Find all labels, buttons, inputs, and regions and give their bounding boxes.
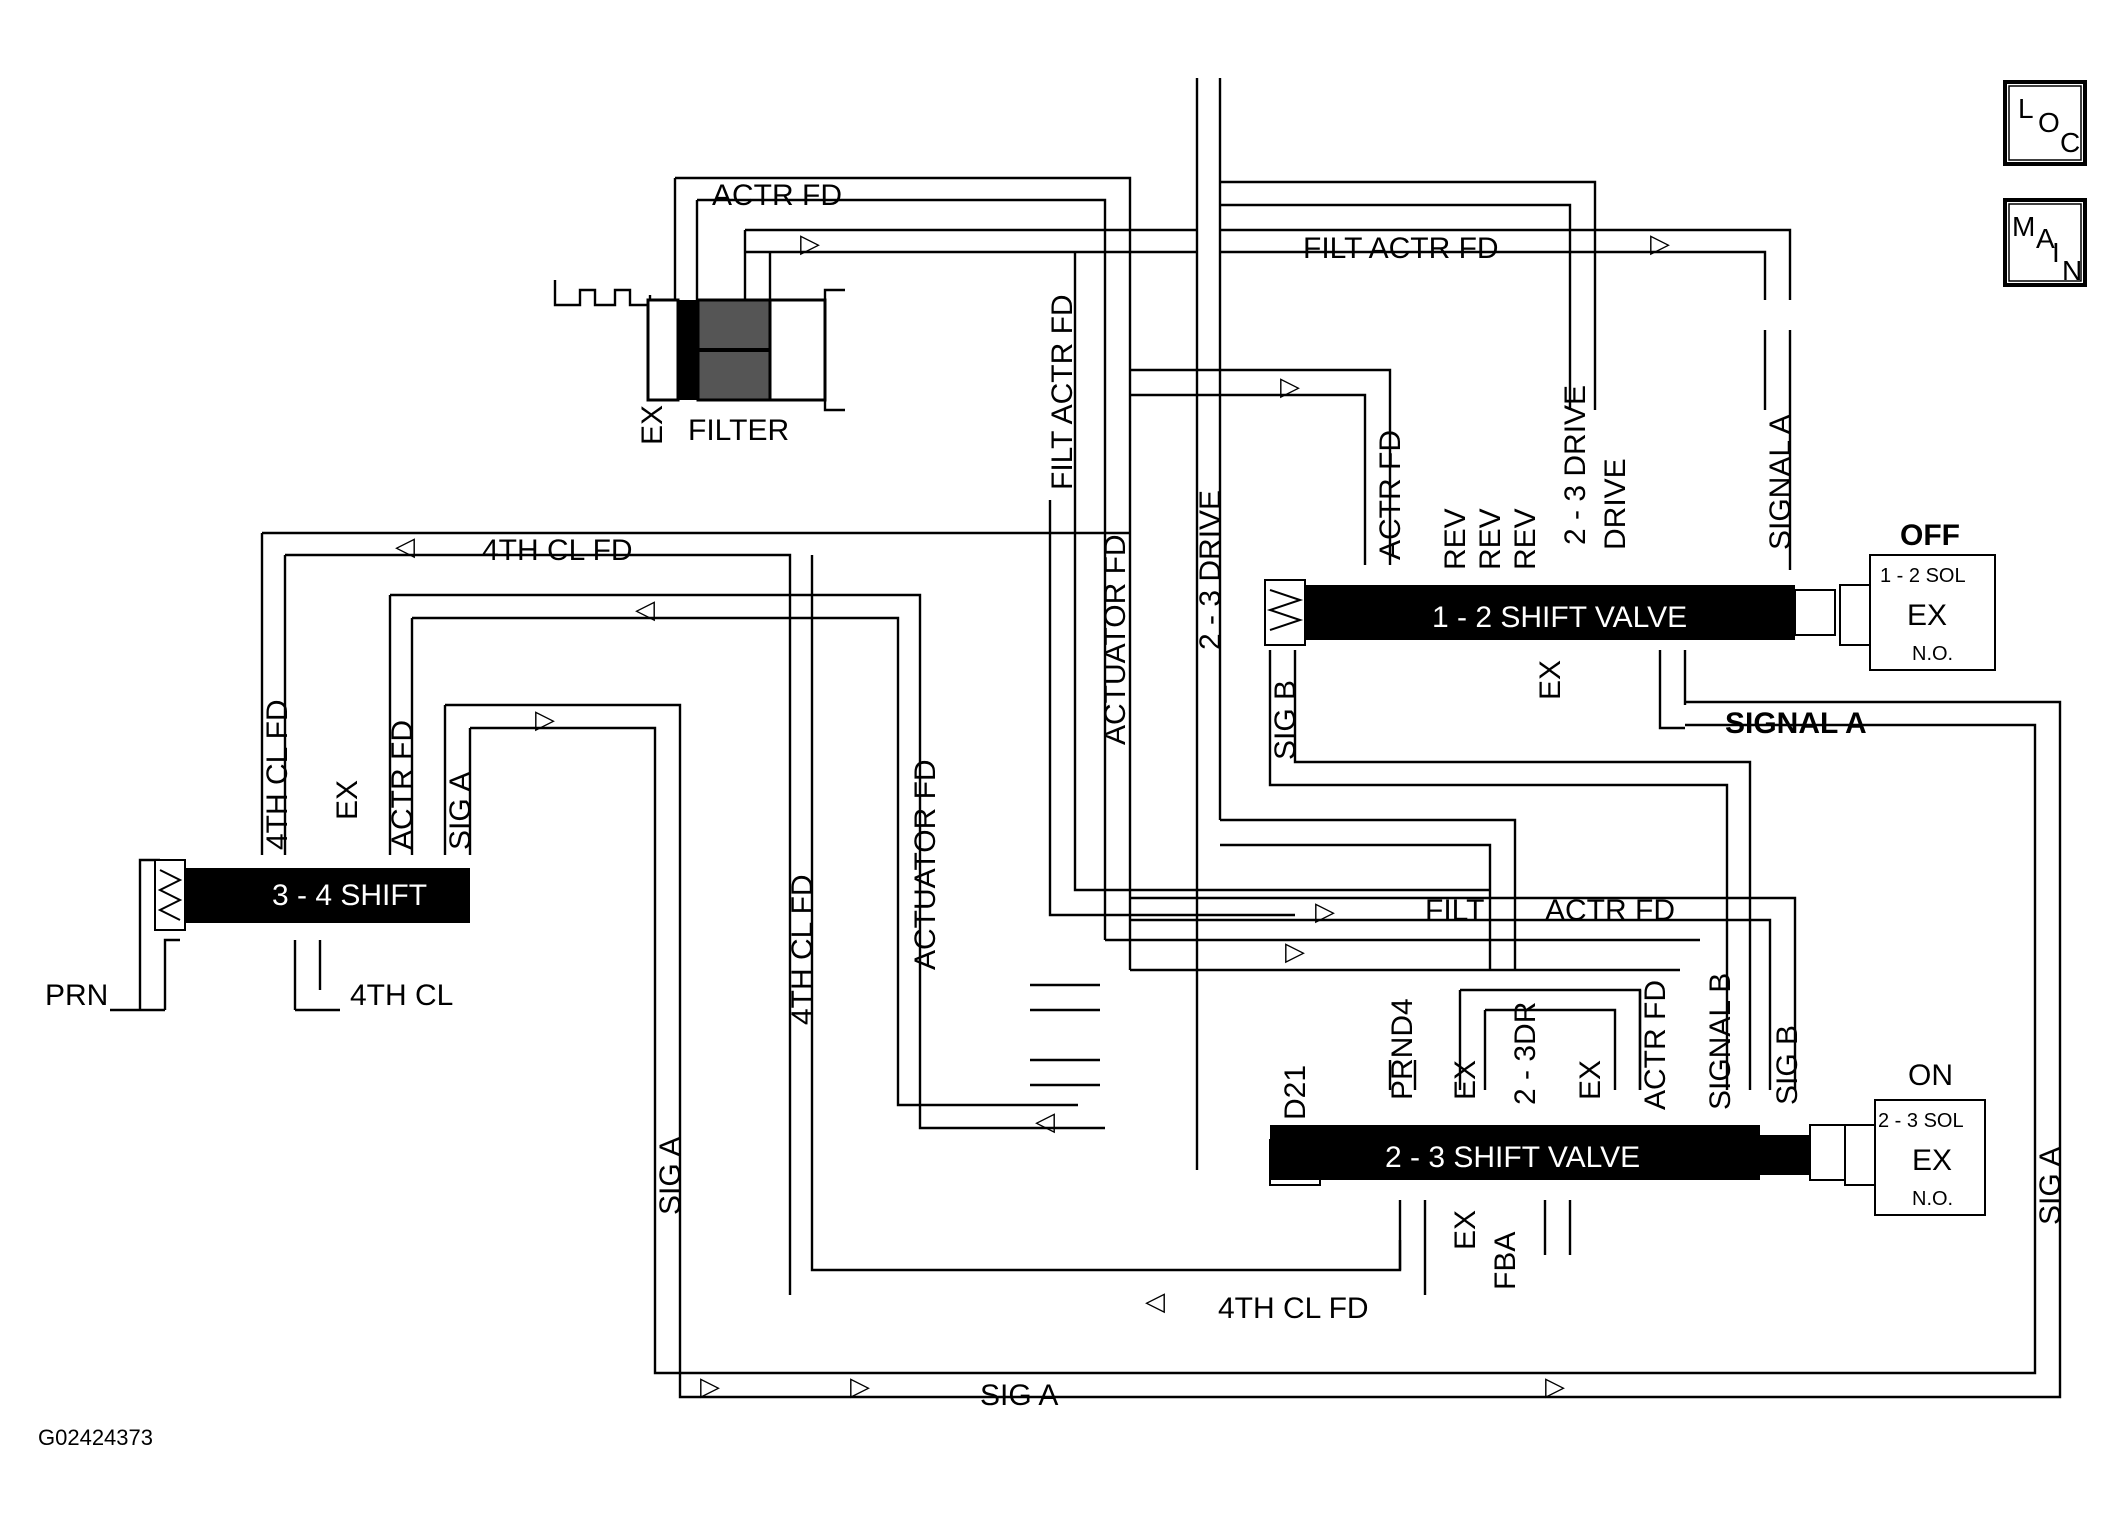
sol-1-2-name: 1 - 2 SOL [1880, 565, 1966, 587]
label-ex-c: EX [1449, 1210, 1482, 1250]
sol-2-3-type: N.O. [1912, 1188, 1953, 1210]
figure-id: G02424373 [38, 1425, 153, 1450]
filter-assembly: FILTER EX [553, 280, 845, 447]
label-4th-cl: 4TH CL [350, 979, 453, 1012]
label-prn: PRN [45, 979, 108, 1012]
flow-arrow: ◁ [635, 595, 655, 625]
flow-arrows: ▷ ▷ ▷ ◁ ◁ ▷ ▷ ▷ ◁ ▷ ▷ ▷ ◁ [395, 229, 1670, 1402]
label-4th-cl-fd-bottom: 4TH CL FD [1218, 1292, 1369, 1325]
label-ex-a: EX [1449, 1060, 1482, 1100]
label-4th-cl-fd-vertical: 4TH CL FD [261, 699, 294, 850]
label-2-3-drive-vertical: 2 - 3 DRIVE [1194, 490, 1227, 650]
valve-3-4-shift: 3 - 4 SHIFT [154, 859, 470, 931]
sol-1-2-type: N.O. [1912, 643, 1953, 665]
sol-1-2-ex: EX [1907, 599, 1947, 632]
label-4th-cl-fd-middle: 4TH CL FD [786, 874, 819, 1025]
flow-arrow: ◁ [395, 532, 415, 562]
main-letter-1: M [2012, 211, 2035, 242]
flow-arrow: ▷ [1650, 229, 1670, 259]
label-drive: DRIVE [1599, 458, 1632, 550]
passage-labels: ACTR FD FILT ACTR FD FILT ACTR FD ACTUAT… [45, 179, 2067, 1412]
label-sig-b-2: SIG B [1771, 1025, 1804, 1105]
flow-arrow: ▷ [1545, 1372, 1565, 1402]
label-4th-cl-fd-top: 4TH CL FD [482, 534, 633, 567]
label-actr-fd-1-2: ACTR FD [1374, 430, 1407, 560]
label-fba: FBA [1489, 1232, 1522, 1290]
label-filt-actr-fd-vertical: FILT ACTR FD [1046, 294, 1079, 490]
sol-2-3-name: 2 - 3 SOL [1878, 1110, 1964, 1132]
flow-arrow: ▷ [1280, 372, 1300, 402]
flow-arrow: ▷ [800, 229, 820, 259]
label-sig-b: SIG B [1269, 680, 1302, 760]
valve-1-2-shift: 1 - 2 SHIFT VALVE [1264, 579, 1836, 646]
sol-2-3-state: ON [1908, 1059, 1953, 1092]
loc-letter-2: O [2038, 107, 2060, 138]
label-actuator-fd-middle: ACTUATOR FD [909, 759, 942, 970]
valve-1-2-label: 1 - 2 SHIFT VALVE [1432, 601, 1687, 634]
label-filt-actr-fd: FILT ACTR FD [1303, 232, 1499, 265]
label-2-3-drive-top: 2 - 3 DRIVE [1559, 385, 1592, 545]
label-signal-a-horizontal: SIGNAL A [1725, 707, 1867, 740]
flow-arrow: ▷ [1315, 897, 1335, 927]
label-actr-fd-3-4: ACTR FD [386, 720, 419, 850]
label-actr-fd-2-3: ACTR FD [1639, 980, 1672, 1110]
valve-3-4-label: 3 - 4 SHIFT [272, 879, 427, 912]
flow-arrow: ▷ [700, 1372, 720, 1402]
label-2-3dr: 2 - 3DR [1509, 1002, 1542, 1105]
label-actr-fd-h2: ACTR FD [1545, 894, 1675, 927]
flow-arrow: ◁ [1145, 1287, 1165, 1317]
sol-2-3-ex: EX [1912, 1144, 1952, 1177]
flow-arrow: ◁ [1035, 1107, 1055, 1137]
label-rev-3: REV [1509, 508, 1542, 570]
sol-1-2-state: OFF [1900, 519, 1960, 552]
label-sig-a-left: SIG A [654, 1137, 687, 1215]
label-filt: FILT [1425, 894, 1484, 927]
main-letter-2: A [2036, 223, 2055, 254]
filter-ex-label: EX [636, 405, 669, 445]
label-actuator-fd-vertical: ACTUATOR FD [1099, 534, 1132, 745]
loc-button[interactable]: L O C [2003, 80, 2087, 166]
main-letter-4: N [2062, 255, 2082, 286]
solenoid-2-3: ON 2 - 3 SOL EX N.O. [1844, 1059, 1986, 1216]
solenoid-1-2: OFF 1 - 2 SOL EX N.O. [1839, 519, 1996, 671]
label-rev-2: REV [1474, 508, 1507, 570]
label-ex-1-2: EX [1534, 660, 1567, 700]
main-letter-3: I [2052, 237, 2060, 268]
main-button[interactable]: M A I N [2003, 198, 2087, 287]
flow-arrow: ▷ [535, 705, 555, 735]
label-ex-b: EX [1574, 1060, 1607, 1100]
flow-arrow: ▷ [1285, 937, 1305, 967]
filter-label: FILTER [688, 414, 789, 447]
label-signal-a-vertical: SIGNAL A [1764, 414, 1797, 550]
label-signal-b: SIGNAL B [1704, 973, 1737, 1110]
label-ex-3-4: EX [331, 780, 364, 820]
loc-letter-3: C [2060, 127, 2080, 158]
valve-2-3-shift: 2 - 3 SHIFT VALVE [1269, 1124, 1846, 1186]
fluid-passages [110, 78, 2062, 1399]
valve-2-3-label: 2 - 3 SHIFT VALVE [1385, 1141, 1640, 1174]
label-sig-a-3-4: SIG A [444, 772, 477, 850]
label-actr-fd: ACTR FD [712, 179, 842, 212]
loc-letter-1: L [2018, 93, 2034, 124]
label-d21: D21 [1279, 1065, 1312, 1120]
label-sig-a-right: SIG A [2034, 1147, 2067, 1225]
label-sig-a-bottom: SIG A [980, 1379, 1058, 1412]
label-prnd4: PRND4 [1386, 998, 1419, 1100]
label-rev-1: REV [1439, 508, 1472, 570]
flow-arrow: ▷ [850, 1372, 870, 1402]
